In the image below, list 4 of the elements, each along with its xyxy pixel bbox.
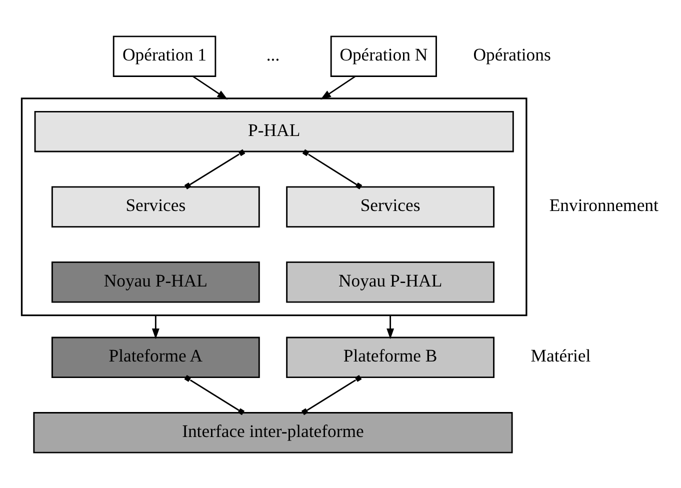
label: Environnement bbox=[549, 194, 658, 215]
label: ... bbox=[266, 44, 280, 64]
label: Matériel bbox=[530, 345, 591, 366]
label: Opérations bbox=[473, 44, 551, 64]
